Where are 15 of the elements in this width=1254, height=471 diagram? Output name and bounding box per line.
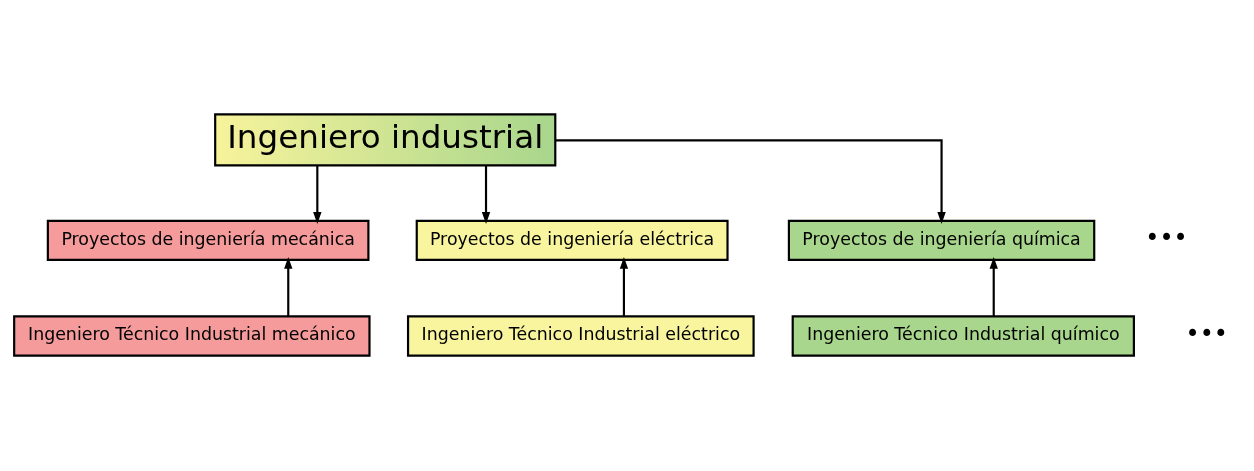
label: ••• [1145, 224, 1188, 253]
arrow [481, 165, 491, 224]
arrow [284, 256, 293, 317]
node-box: Ingeniero Técnico Industrial mecánico [13, 315, 371, 357]
node-box: Ingeniero Técnico Industrial químico [791, 315, 1135, 357]
node-box: Proyectos de ingeniería química [787, 219, 1096, 262]
arrow [619, 256, 629, 317]
node-box: Proyectos de ingeniería eléctrica [415, 219, 729, 262]
node-box: Proyectos de ingeniería mecánica [46, 219, 370, 262]
arrow [313, 165, 322, 224]
arrow [555, 139, 946, 224]
node-box: Ingeniero industrial [214, 113, 557, 167]
label: ••• [1185, 320, 1228, 349]
node-box: Ingeniero Técnico Industrial eléctrico [406, 315, 755, 357]
arrow [989, 256, 998, 317]
